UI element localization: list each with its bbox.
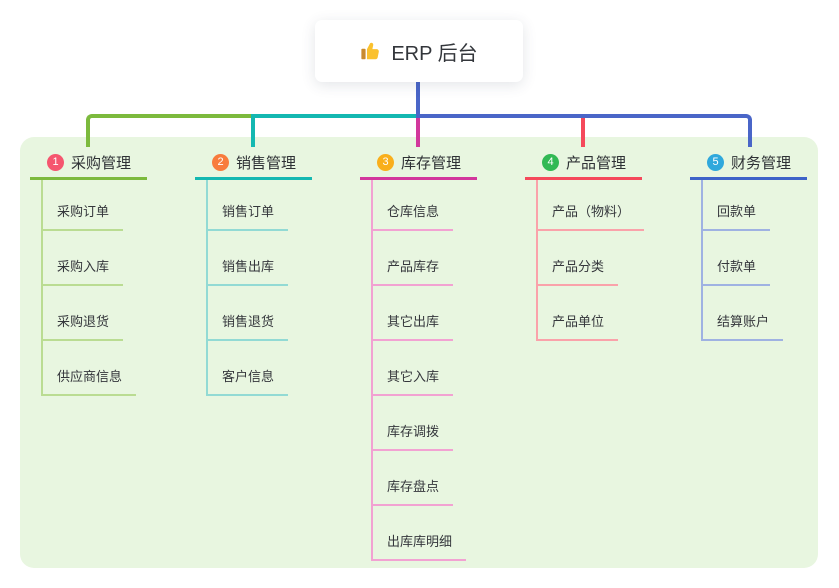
background-panel	[20, 137, 818, 568]
child-item[interactable]: 销售出库	[206, 231, 289, 286]
branch-title-purchase[interactable]: 1 采购管理	[30, 148, 147, 180]
branch-title-product[interactable]: 4 产品管理	[525, 148, 642, 180]
child-item[interactable]: 产品单位	[536, 286, 619, 341]
branch-finance: 5 财务管理 回款单 付款单 结算账户	[690, 148, 807, 341]
child-item[interactable]: 库存盘点	[371, 451, 454, 506]
root-title: ERP 后台	[391, 42, 478, 65]
branch-product: 4 产品管理 产品（物料） 产品分类 产品单位	[525, 148, 645, 341]
branch-title-sales[interactable]: 2 销售管理	[195, 148, 312, 180]
branch-label: 财务管理	[731, 155, 792, 172]
child-item[interactable]: 回款单	[701, 180, 771, 231]
branch-child-line	[701, 180, 703, 341]
connector-branch-product	[581, 118, 585, 147]
child-item[interactable]: 销售退货	[206, 286, 289, 341]
child-item[interactable]: 采购订单	[41, 180, 124, 231]
thumbs-up-icon	[360, 40, 382, 62]
child-item[interactable]: 采购退货	[41, 286, 124, 341]
branch-child-line	[371, 180, 373, 561]
child-item[interactable]: 其它入库	[371, 341, 454, 396]
child-item[interactable]: 产品（物料）	[536, 180, 645, 231]
child-item[interactable]: 其它出库	[371, 286, 454, 341]
badge-1: 1	[47, 154, 64, 171]
branch-children: 产品（物料） 产品分类 产品单位	[536, 180, 645, 341]
branch-child-line	[41, 180, 43, 396]
child-item[interactable]: 产品分类	[536, 231, 619, 286]
branch-label: 销售管理	[236, 155, 297, 172]
branch-inventory: 3 库存管理 仓库信息 产品库存 其它出库 其它入库 库存调拨 库存盘点 出库库…	[360, 148, 477, 561]
connector-root-stem	[416, 82, 420, 118]
branch-title-finance[interactable]: 5 财务管理	[690, 148, 807, 180]
branch-title-inventory[interactable]: 3 库存管理	[360, 148, 477, 180]
child-item[interactable]: 采购入库	[41, 231, 124, 286]
badge-2: 2	[212, 154, 229, 171]
child-item[interactable]: 客户信息	[206, 341, 289, 396]
connector-branch-inventory	[416, 118, 420, 147]
child-item[interactable]: 结算账户	[701, 286, 784, 341]
connector-branch-sales	[251, 114, 420, 147]
branch-child-line	[536, 180, 538, 341]
child-item[interactable]: 销售订单	[206, 180, 289, 231]
branch-label: 库存管理	[401, 155, 462, 172]
badge-3: 3	[377, 154, 394, 171]
branch-children: 采购订单 采购入库 采购退货 供应商信息	[41, 180, 137, 396]
branch-purchase: 1 采购管理 采购订单 采购入库 采购退货 供应商信息	[30, 148, 147, 396]
badge-4: 4	[542, 154, 559, 171]
child-item[interactable]: 库存调拨	[371, 396, 454, 451]
branch-children: 回款单 付款单 结算账户	[701, 180, 784, 341]
child-item[interactable]: 出库库明细	[371, 506, 467, 561]
child-item[interactable]: 产品库存	[371, 231, 454, 286]
child-item[interactable]: 仓库信息	[371, 180, 454, 231]
branch-label: 采购管理	[71, 155, 132, 172]
branch-label: 产品管理	[566, 155, 627, 172]
connector-branch-purchase	[86, 114, 255, 147]
child-item[interactable]: 付款单	[701, 231, 771, 286]
connector-branch-finance	[416, 114, 752, 147]
branch-child-line	[206, 180, 208, 396]
root-node[interactable]: ERP 后台	[315, 20, 523, 82]
branch-children: 仓库信息 产品库存 其它出库 其它入库 库存调拨 库存盘点 出库库明细	[371, 180, 467, 561]
badge-5: 5	[707, 154, 724, 171]
branch-children: 销售订单 销售出库 销售退货 客户信息	[206, 180, 289, 396]
child-item[interactable]: 供应商信息	[41, 341, 137, 396]
branch-sales: 2 销售管理 销售订单 销售出库 销售退货 客户信息	[195, 148, 312, 396]
